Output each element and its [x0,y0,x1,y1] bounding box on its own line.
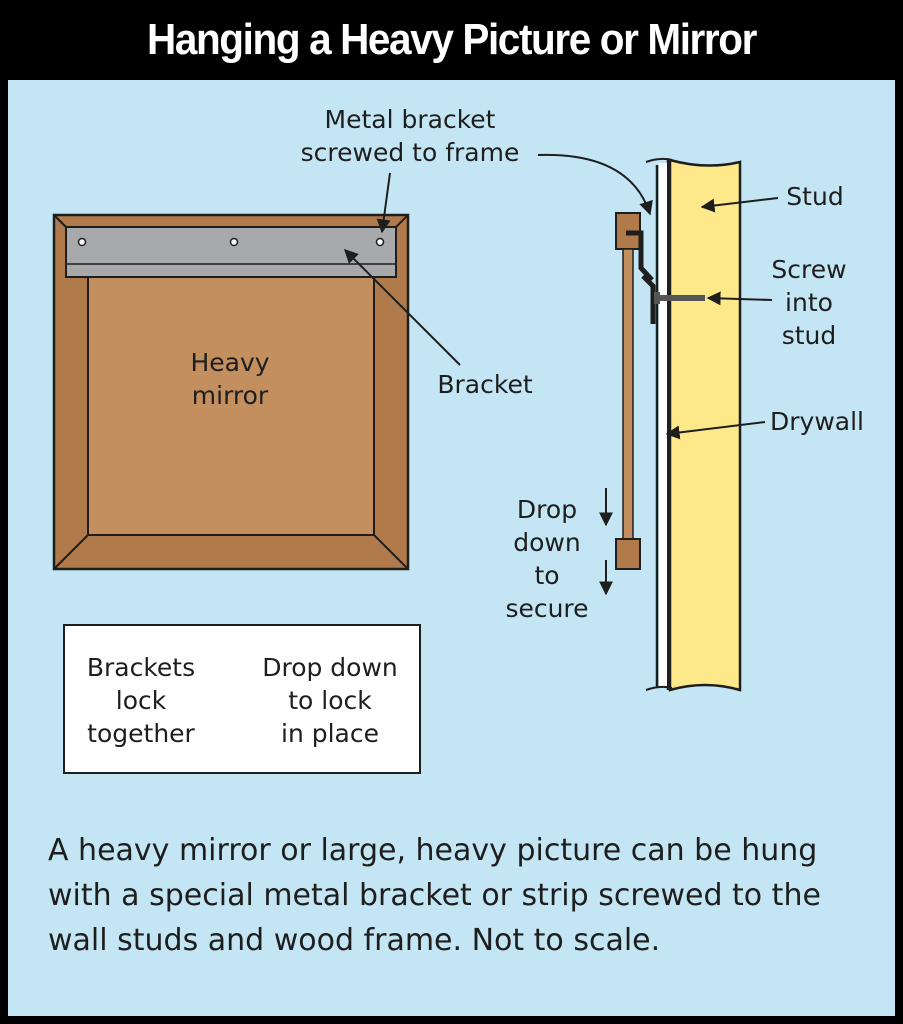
frame-side-view [615,212,641,570]
diagram-caption: A heavy mirror or large, heavy picture c… [48,833,821,958]
mirror-surface [87,248,375,536]
bracket-strip-front [65,226,397,278]
label-bracket: Bracket [437,370,533,399]
label-metal-bracket: Metal bracket screwed to frame [300,105,520,167]
label-stud: Stud [786,182,844,211]
label-heavy-mirror: Heavy mirror [190,348,270,410]
bracket-side-view [626,230,705,324]
wall-stud [645,157,742,692]
legend-text-lock-together: Brackets lock together [86,653,196,748]
diagram-title: Hanging a Heavy Picture or Mirror [146,15,757,64]
legend-box [63,624,421,774]
leader-lines [344,153,779,596]
drywall [655,160,670,690]
label-drop-down-to-secure: Drop down to secure [505,495,589,623]
label-drywall: Drywall [770,407,864,436]
legend-text-drop-down: Drop down to lock in place [262,653,398,748]
label-screw-into-stud: Screw into stud [771,255,847,350]
